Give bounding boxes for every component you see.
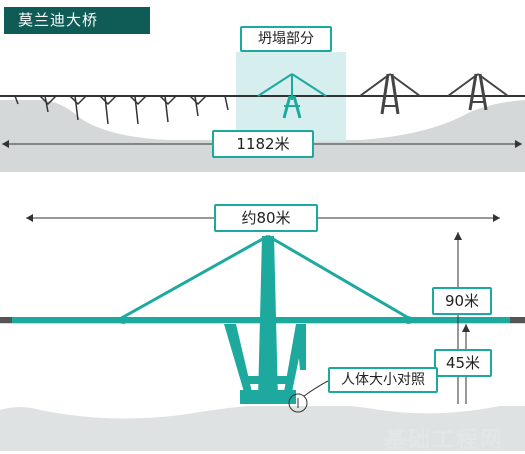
span-arrowhead-left [26, 214, 33, 222]
span-arrowhead-right [493, 214, 500, 222]
tower-height-label: 90米 [432, 287, 492, 315]
deck-left-end [0, 317, 12, 323]
total-length-arrowhead-left [2, 140, 9, 148]
cable-stays [117, 234, 413, 322]
deck-height-arrowhead [462, 324, 470, 332]
tower-height-arrowhead [454, 232, 462, 240]
top-collapsed-tower [257, 73, 327, 119]
span-width-label: 约80米 [214, 204, 318, 232]
right-anchor [400, 316, 424, 324]
total-length-label: 1182米 [212, 130, 314, 158]
human-scale-pointer [303, 380, 329, 397]
human-scale-label: 人体大小对照 [328, 367, 438, 393]
deck-height-label: 45米 [434, 349, 492, 377]
top-tower-2 [359, 73, 421, 115]
top-deck-supports [14, 95, 229, 125]
deck-right-end [510, 317, 525, 323]
bottom-valley-floor [0, 400, 525, 451]
top-valley-ground [0, 100, 525, 172]
watermark: 基础工程网 [384, 428, 505, 453]
total-length-arrowhead-right [515, 140, 522, 148]
collapsed-section-label: 坍塌部分 [240, 26, 332, 52]
bridge-tower [224, 236, 306, 404]
human-scale-circle [288, 393, 308, 413]
left-anchor [108, 316, 132, 324]
top-tower-3 [447, 73, 509, 111]
bridge-title: 莫兰迪大桥 [4, 7, 150, 34]
